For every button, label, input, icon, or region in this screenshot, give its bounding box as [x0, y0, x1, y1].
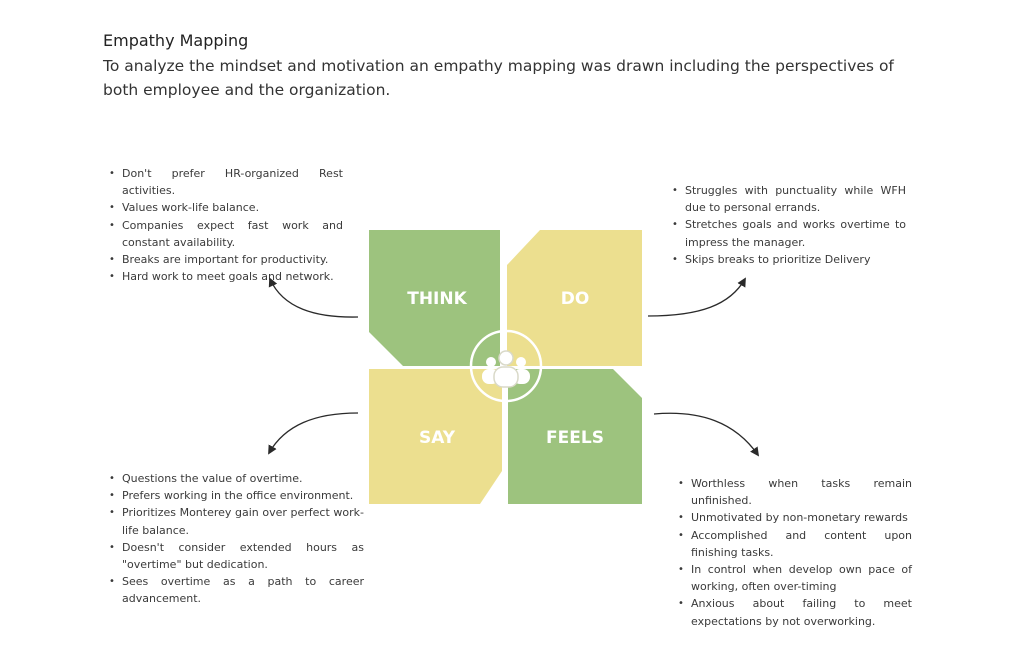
do-quadrant [507, 230, 642, 366]
say-note: Sees overtime as a path to career advanc… [109, 573, 364, 607]
people-group-icon [482, 350, 530, 388]
do-note: Stretches goals and works overtime to im… [672, 216, 906, 250]
do-arrow [647, 277, 746, 317]
think-note: Companies expect fast work and constant … [109, 217, 343, 251]
do-notes-list: Struggles with punctuality while WFH due… [672, 182, 906, 268]
say-note: Questions the value of overtime. [109, 470, 364, 487]
say-label: SAY [419, 428, 456, 448]
page-title: Empathy Mapping [103, 31, 249, 50]
say-quadrant [369, 369, 502, 504]
do-note: Skips breaks to prioritize Delivery [672, 251, 906, 268]
think-arrow [268, 277, 359, 318]
do-label: DO [561, 289, 590, 309]
think-label: THINK [407, 289, 467, 309]
intro-paragraph: To analyze the mindset and motivation an… [103, 57, 894, 99]
say-note: Doesn't consider extended hours as "over… [109, 539, 364, 573]
think-note: Hard work to meet goals and network. [109, 268, 343, 285]
feels-note: Anxious about failing to meet expectatio… [678, 595, 912, 629]
say-arrow [268, 412, 359, 455]
feels-note: Accomplished and content upon finishing … [678, 527, 912, 561]
think-note: Values work-life balance. [109, 199, 343, 216]
say-notes-list: Questions the value of overtime. Prefers… [109, 470, 364, 608]
feels-note: Worthless when tasks remain unfinished. [678, 475, 912, 509]
say-note: Prioritizes Monterey gain over perfect w… [109, 504, 364, 538]
do-note: Struggles with punctuality while WFH due… [672, 182, 906, 216]
say-note: Prefers working in the office environmen… [109, 487, 364, 504]
think-notes-list: Don't prefer HR-organized Rest activitie… [109, 165, 343, 286]
feels-arrow [653, 412, 760, 457]
feels-label: FEELS [546, 428, 604, 448]
feels-notes-list: Worthless when tasks remain unfinished. … [678, 475, 912, 630]
feels-note: In control when develop own pace of work… [678, 561, 912, 595]
feels-quadrant [508, 369, 642, 504]
think-quadrant [369, 230, 500, 366]
feels-note: Unmotivated by non-monetary rewards [678, 509, 912, 526]
center-ring [469, 329, 543, 403]
think-note: Breaks are important for productivity. [109, 251, 343, 268]
think-note: Don't prefer HR-organized Rest activitie… [109, 165, 343, 199]
